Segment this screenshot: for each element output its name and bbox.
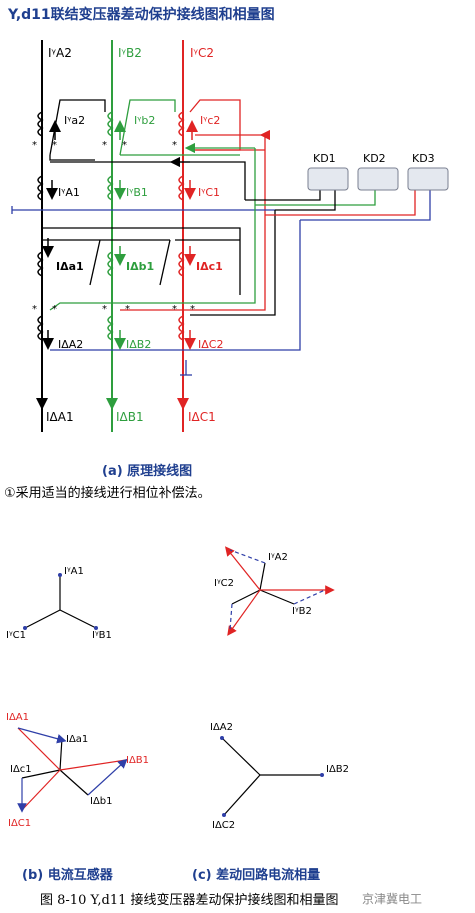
caption-b: (b) 电流互感器: [22, 868, 113, 883]
label-IC1: IᵞC1: [198, 186, 221, 199]
phasor-label-b: IᵞB1: [92, 630, 112, 641]
delta-winding: [42, 227, 241, 295]
label-IA2d: IΔA2: [58, 338, 84, 351]
phasor-c: [221, 737, 322, 816]
note-text: ①采用适当的接线进行相位补偿法。: [4, 486, 211, 501]
phasor-label-c: IᵞC1: [6, 630, 27, 641]
svg-text:*: *: [172, 304, 177, 315]
bottom-ct-wiring: [49, 205, 301, 376]
bottom-ct-coils: [37, 315, 185, 341]
phasor-b-label-A1d: IΔA1: [6, 712, 29, 723]
label-IA1d: IΔA1: [46, 410, 74, 424]
relay-boxes: [307, 167, 449, 191]
label-Ib1: IΔb1: [126, 260, 155, 273]
svg-text:*: *: [102, 140, 107, 151]
phasor-b-label-C1d: IΔC1: [8, 818, 32, 829]
watermark: 京津冀电工: [362, 892, 423, 906]
top-ct-coils: [37, 111, 185, 137]
svg-text:*: *: [52, 140, 57, 151]
phasor-b: [17, 727, 128, 813]
label-IB2d: IΔB2: [126, 338, 152, 351]
label-IC2: IᵞC2: [190, 46, 215, 60]
polarity-marks: * * * * * * * * * * *: [32, 140, 195, 315]
caption-c: (c) 差动回路电流相量: [192, 868, 321, 883]
phasor-diff-label-a2: IᵞA2: [268, 552, 288, 563]
phase-current-arrows: [36, 120, 198, 410]
label-IB2: IᵞB2: [118, 46, 142, 60]
svg-text:*: *: [32, 140, 37, 151]
phasor-b-label-B1d: IΔB1: [126, 755, 150, 766]
svg-text:*: *: [52, 304, 57, 315]
phasor-b-label-a1: IΔa1: [66, 734, 89, 745]
relay-kd3: KD3: [412, 152, 435, 165]
phasor-c-label-C2: IΔC2: [212, 820, 236, 831]
svg-text:*: *: [190, 304, 195, 315]
label-Ia1: IΔa1: [56, 260, 84, 273]
phasor-y: [24, 575, 97, 629]
caption-a: (a) 原理接线图: [102, 464, 193, 479]
relay-wiring: [245, 190, 431, 221]
svg-text:*: *: [125, 304, 130, 315]
label-Ia2: Iᵞa2: [64, 114, 86, 127]
label-IC2d: IΔC2: [198, 338, 224, 351]
figure-caption: 图 8-10 Y,d11 接线变压器差动保护接线图和相量图: [40, 893, 339, 908]
svg-text:*: *: [172, 140, 177, 151]
svg-text:*: *: [102, 304, 107, 315]
phasor-c-label-B2: IΔB2: [326, 764, 350, 775]
label-Ib2: Iᵞb2: [134, 114, 156, 127]
transformer-delta-coils: [37, 251, 185, 277]
phasor-diff-label-c2: IᵞC2: [214, 578, 235, 589]
phasor-c-label-A2: IΔA2: [210, 722, 233, 733]
label-IA2: IᵞA2: [48, 46, 72, 60]
phasor-b-label-c1: IΔc1: [10, 764, 32, 775]
label-IC1d: IΔC1: [188, 410, 216, 424]
svg-text:*: *: [122, 140, 127, 151]
phasor-diff-y: [225, 546, 335, 636]
phasor-b-label-b1: IΔb1: [90, 796, 113, 807]
phasor-label-a: IᵞA1: [64, 566, 84, 577]
label-IB1d: IΔB1: [116, 410, 144, 424]
phasor-diff-label-b2: IᵞB2: [292, 606, 312, 617]
relay-kd1: KD1: [313, 152, 336, 165]
label-IA1: IᵞA1: [58, 186, 80, 199]
relay-kd2: KD2: [363, 152, 386, 165]
phasor-dots: [23, 573, 324, 817]
label-Ic1: IΔc1: [196, 260, 223, 273]
label-IB1: IᵞB1: [126, 186, 148, 199]
svg-text:*: *: [32, 304, 37, 315]
diagram-title: Y,d11联结变压器差动保护接线图和相量图: [8, 7, 275, 23]
label-Ic2: Iᵞc2: [200, 114, 221, 127]
transformer-y-coils: [37, 175, 185, 201]
